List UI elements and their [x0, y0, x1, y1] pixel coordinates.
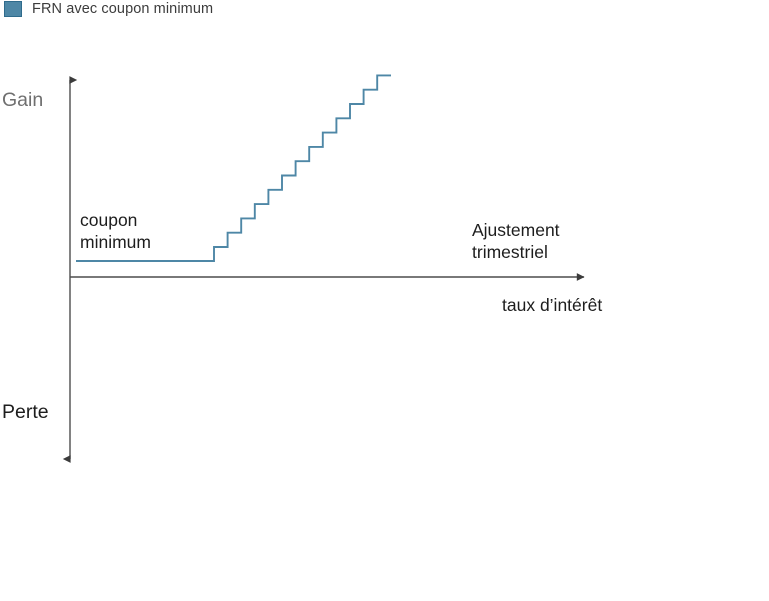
annotation-coupon-minimum-line2: minimum: [80, 232, 151, 253]
annotation-ajustement-line2: trimestriel: [472, 242, 548, 263]
annotation-ajustement-line1: Ajustement: [472, 220, 560, 240]
legend-item-label: FRN avec coupon minimum: [32, 0, 214, 17]
y-axis-negative-label: Perte: [2, 401, 49, 423]
y-axis-positive-label: Gain: [2, 89, 44, 111]
annotation-coupon-minimum-line1: coupon: [80, 210, 138, 230]
x-axis-title: taux d’intérêt: [502, 295, 603, 315]
legend-swatch-icon: [4, 1, 22, 17]
series-line-frn-avec-coupon-minimum: [76, 74, 391, 262]
chart-legend: FRN avec coupon minimum: [4, 1, 213, 17]
